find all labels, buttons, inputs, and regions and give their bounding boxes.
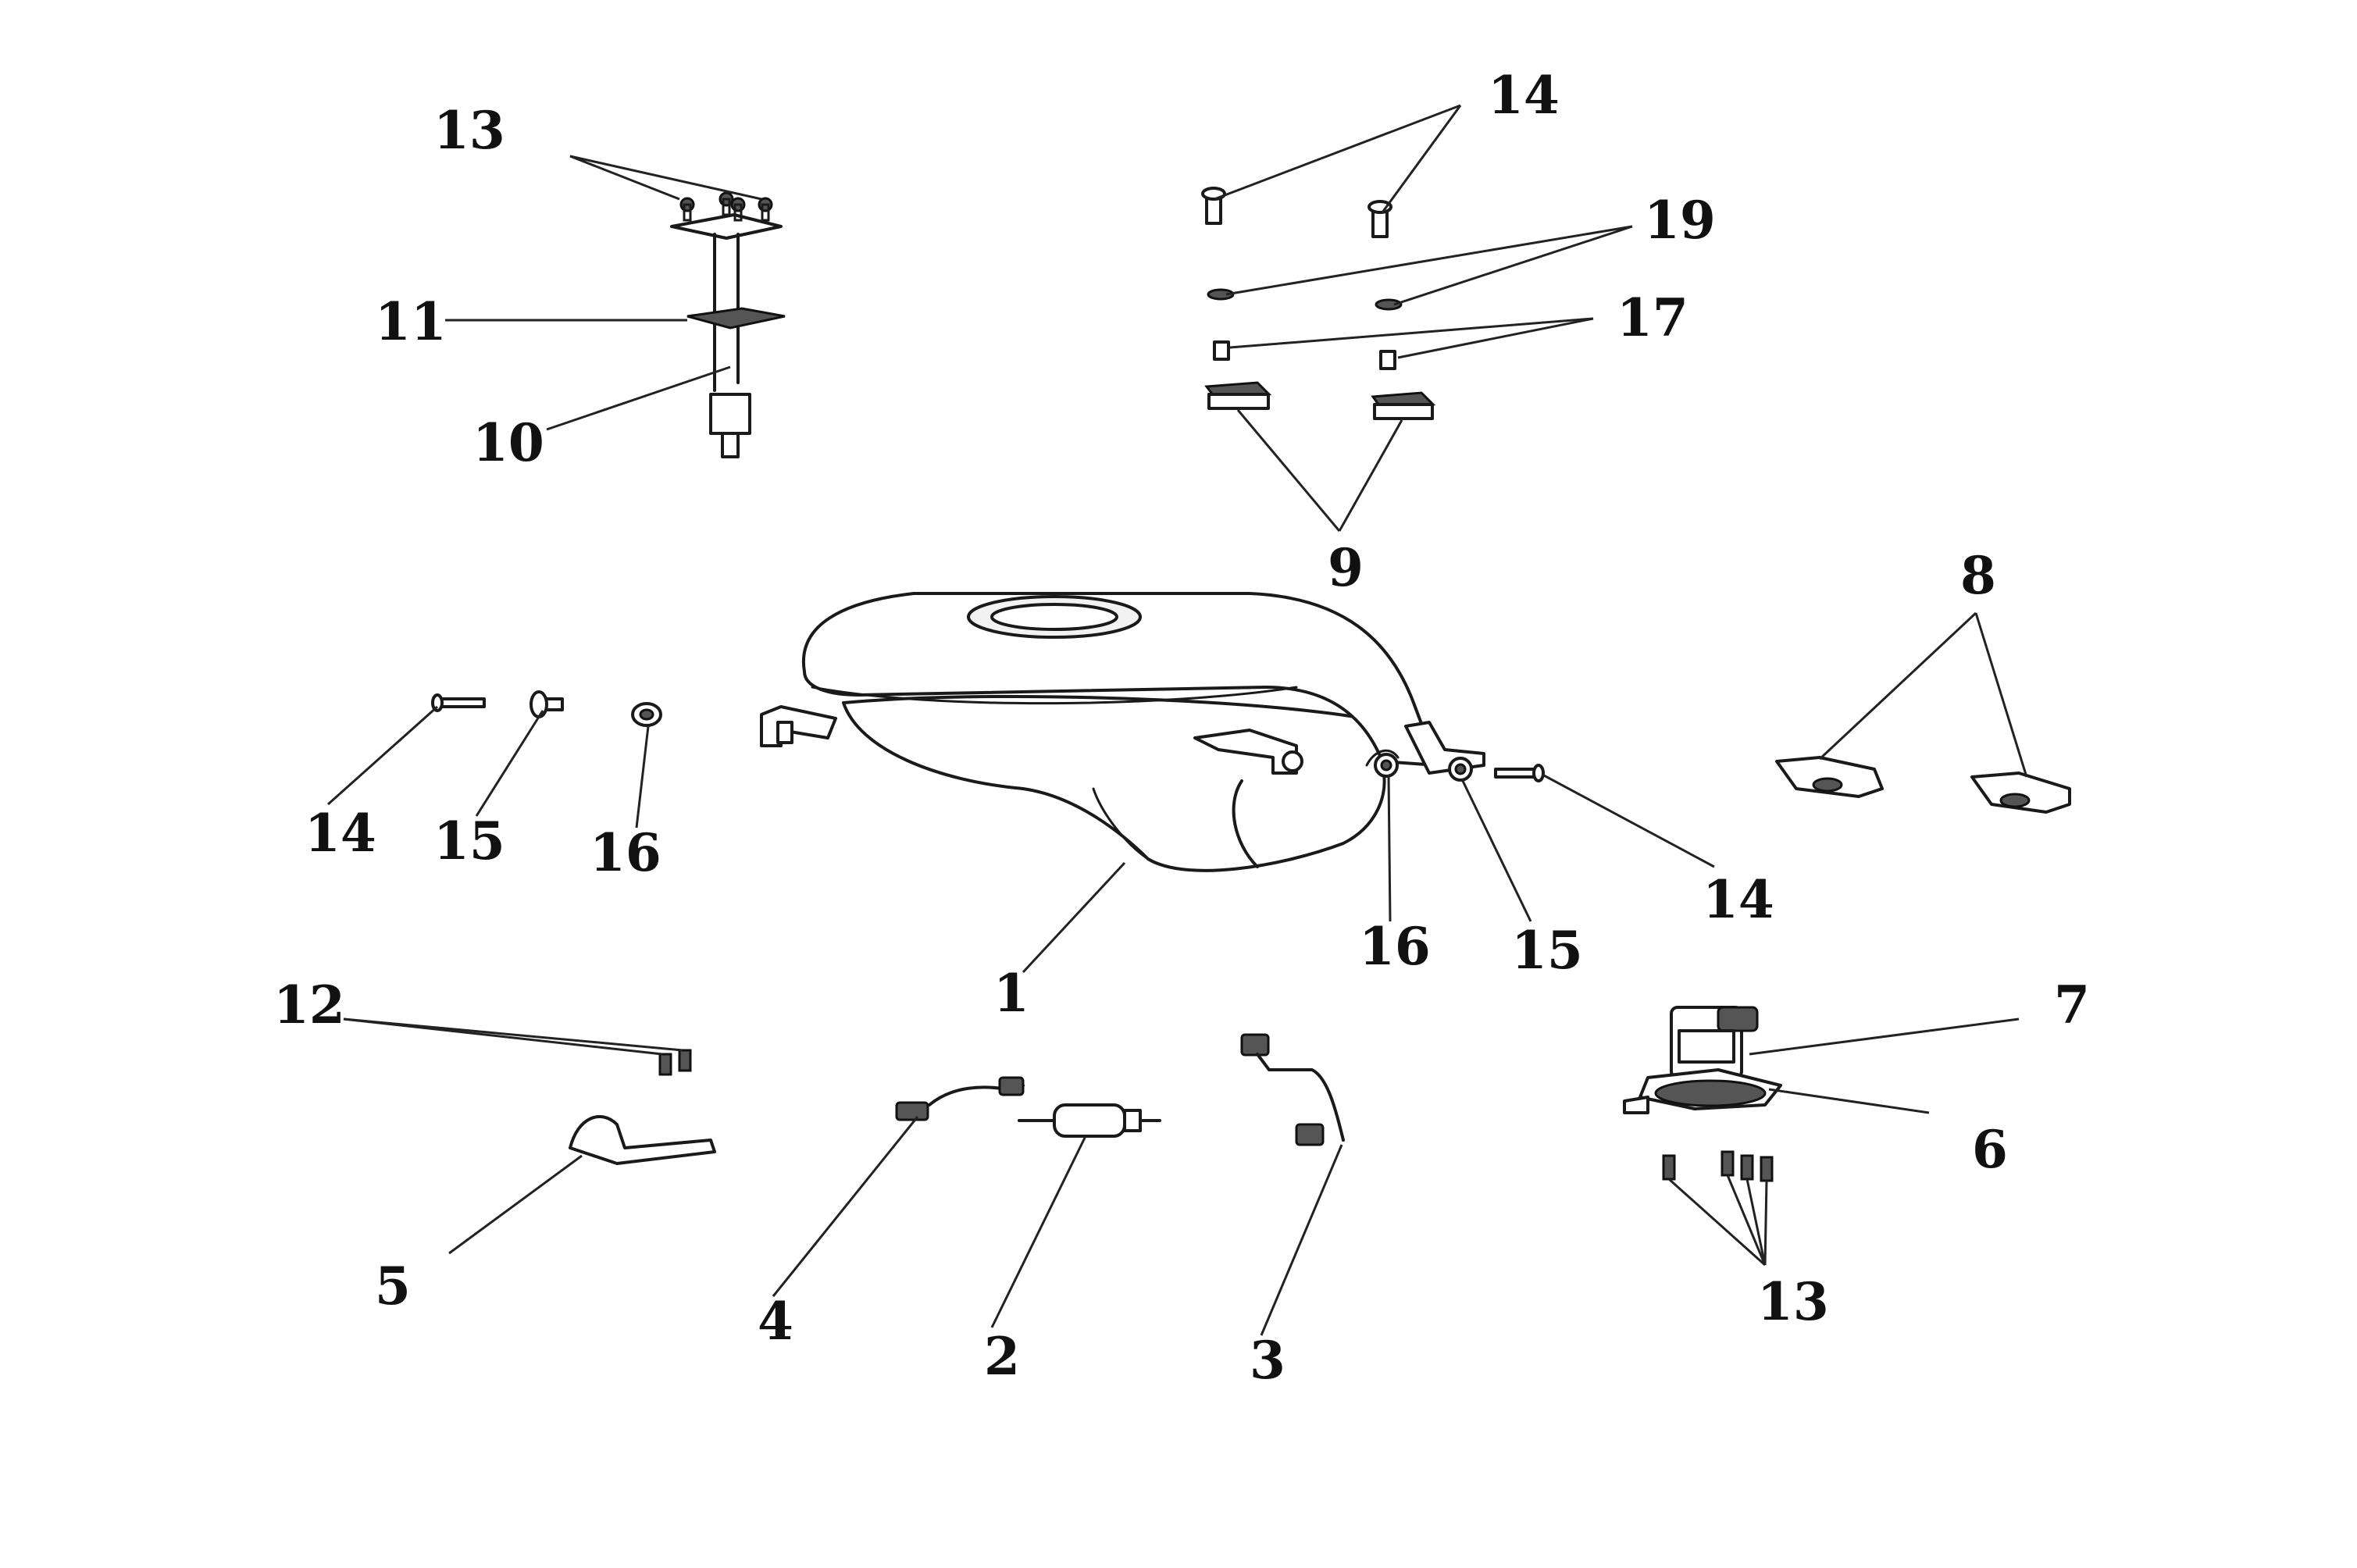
fuel-pump-assembly (1623, 1006, 1782, 1182)
callout-2: 2 (984, 1326, 1020, 1387)
callout-1: 1 (993, 963, 1029, 1024)
hose-bracket (569, 1049, 716, 1165)
callout-16-right: 16 (1359, 916, 1431, 977)
callout-3: 3 (1250, 1330, 1285, 1391)
left-mounting-hardware (431, 690, 662, 727)
fuel-tank (760, 592, 1485, 872)
callout-16-left: 16 (590, 822, 661, 883)
callout-14-top: 14 (1488, 65, 1560, 126)
callout-12: 12 (273, 975, 345, 1035)
tank-side-pads (1775, 756, 2071, 814)
callout-14-left: 14 (305, 803, 376, 864)
callout-5: 5 (375, 1256, 411, 1317)
callout-13-top: 13 (433, 100, 505, 161)
callout-13-bottom: 13 (1757, 1271, 1829, 1332)
callout-11: 11 (375, 291, 447, 352)
callout-10: 10 (472, 412, 544, 473)
callout-7: 7 (2054, 975, 2090, 1035)
callout-labels: 13 11 10 14 19 17 9 8 14 15 16 1 16 15 1… (273, 65, 2090, 1391)
callout-9: 9 (1328, 537, 1364, 598)
fuel-hose-right (1240, 1033, 1345, 1146)
callout-17: 17 (1617, 287, 1688, 348)
leader-lines (327, 104, 2028, 1336)
callout-19: 19 (1644, 190, 1716, 251)
fuel-hose-left (895, 1076, 1025, 1121)
callout-14-right: 14 (1703, 869, 1774, 930)
fuel-level-sender (670, 191, 786, 458)
callout-15-right: 15 (1511, 920, 1583, 981)
callout-15-left: 15 (433, 811, 505, 871)
fuel-filter (1018, 1103, 1161, 1138)
callout-6: 6 (1972, 1119, 2008, 1180)
right-mounting-hardware (1374, 753, 1545, 782)
top-mounting-hardware (1201, 187, 1436, 420)
callout-8: 8 (1960, 545, 1996, 606)
callout-4: 4 (758, 1291, 793, 1352)
